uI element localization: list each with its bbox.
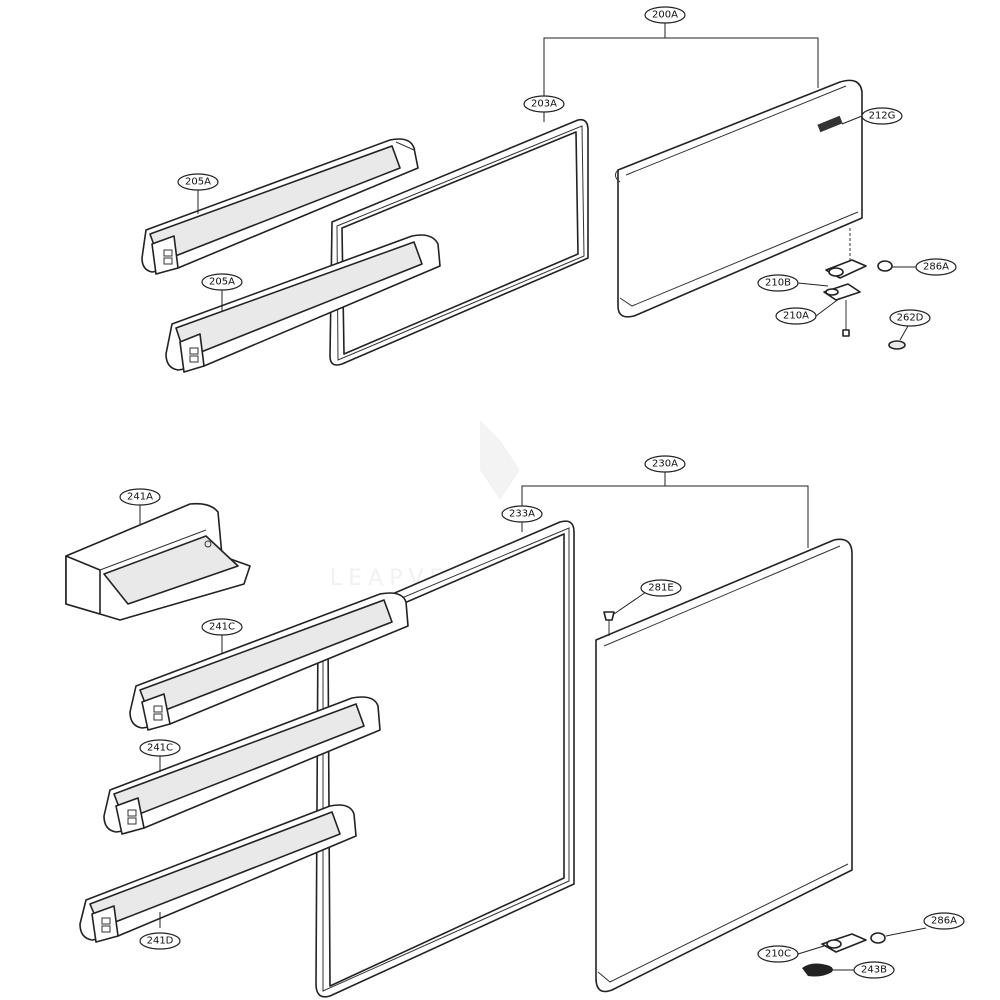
- hinge-parts-bottom: [802, 932, 886, 977]
- label-241D-text: 241D: [147, 936, 174, 947]
- label-286A-top-text: 286A: [923, 262, 949, 273]
- label-262D-text: 262D: [897, 313, 924, 324]
- label-200A-text: 200A: [652, 10, 678, 21]
- label-205A-top-text: 205A: [185, 177, 211, 188]
- fridge-door: [595, 538, 853, 993]
- freezer-gasket: [329, 118, 589, 366]
- door-bin-241C-lower: [103, 696, 381, 835]
- label-241D: 241D: [139, 932, 181, 950]
- label-210A-text: 210A: [783, 311, 809, 322]
- label-203A: 203A: [523, 95, 565, 113]
- label-243B-text: 243B: [861, 965, 887, 976]
- label-210B: 210B: [757, 274, 799, 292]
- label-286A-bottom-text: 286A: [931, 916, 957, 927]
- label-210B-text: 210B: [765, 278, 791, 289]
- label-241C-top-text: 241C: [209, 622, 235, 633]
- door-bin-241D: [79, 804, 357, 943]
- label-230A-text: 230A: [652, 459, 678, 470]
- label-281E-text: 281E: [648, 583, 673, 594]
- door-bin-205A-upper: [141, 138, 419, 275]
- label-203A-text: 203A: [531, 99, 557, 110]
- label-200A: 200A: [644, 6, 686, 24]
- label-210C-text: 210C: [765, 949, 791, 960]
- label-286A-bottom: 286A: [923, 912, 965, 930]
- door-bin-241C-upper: [129, 592, 409, 731]
- label-205A-bottom: 205A: [201, 273, 243, 291]
- label-241C-bottom: 241C: [139, 739, 181, 757]
- label-233A: 233A: [501, 505, 543, 523]
- label-210A: 210A: [775, 307, 817, 325]
- freezer-door: [614, 79, 863, 318]
- label-281E: 281E: [640, 579, 682, 597]
- label-205A-top: 205A: [177, 173, 219, 191]
- door-bin-205A-lower: [165, 234, 441, 373]
- label-212G: 212G: [861, 107, 903, 125]
- fridge-gasket: [315, 520, 575, 998]
- hinge-parts-top: [823, 228, 906, 350]
- label-241C-bottom-text: 241C: [147, 743, 173, 754]
- label-241A: 241A: [119, 488, 161, 506]
- label-241A-text: 241A: [127, 492, 153, 503]
- bracket-200A: [543, 22, 819, 122]
- label-210C: 210C: [757, 945, 799, 963]
- label-286A-top: 286A: [915, 258, 957, 276]
- label-205A-bottom-text: 205A: [209, 277, 235, 288]
- label-230A: 230A: [644, 455, 686, 473]
- part-labels: 200A 203A 212G 205A 205A 286A 210B 210A …: [119, 6, 965, 979]
- label-262D: 262D: [889, 309, 931, 327]
- label-233A-text: 233A: [509, 509, 535, 520]
- label-241C-top: 241C: [201, 618, 243, 636]
- dairy-bin-241A: [65, 502, 251, 621]
- label-212G-text: 212G: [869, 111, 896, 122]
- label-243B: 243B: [853, 961, 895, 979]
